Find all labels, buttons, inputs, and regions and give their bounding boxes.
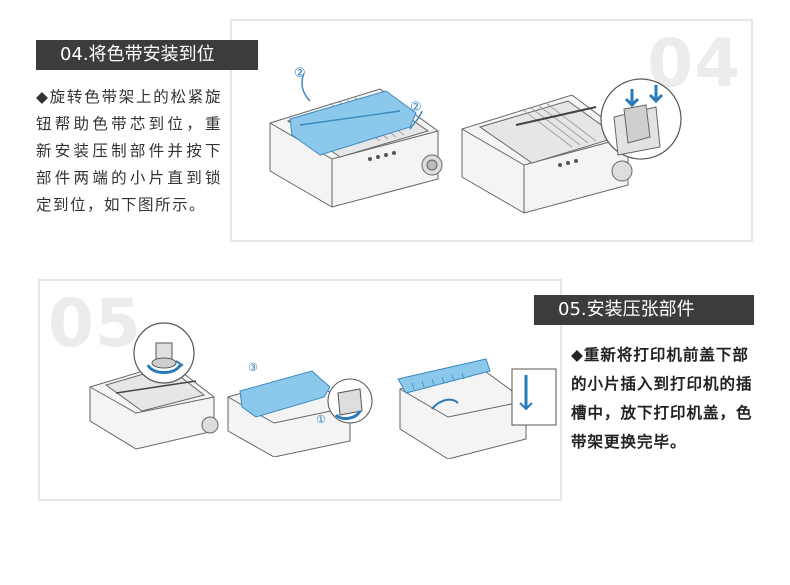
- figure-label-step-1: ①: [316, 413, 326, 426]
- step-05-figure-frame: 05 ③ ①: [38, 279, 562, 501]
- printer-knob-illustration: [89, 322, 219, 450]
- figure-label-step-2-left: ②: [294, 66, 306, 81]
- step-05-description: ◆重新将打印机前盖下部的小片插入到打印机的插槽中，放下打印机盖，色带架更换完毕。: [571, 346, 753, 451]
- step-04-figure-frame: 04 ② ②: [230, 19, 753, 242]
- printer-front-cover-illustration: [397, 358, 557, 459]
- figure-label-step-3: ③: [248, 361, 258, 374]
- step-05-title: 05.安装压张部件: [534, 295, 754, 325]
- printer-press-unit-install-illustration: ③ ①: [227, 361, 373, 457]
- figure-label-step-2-right: ②: [410, 100, 422, 115]
- step-04-description: ◆旋转色带架上的松紧旋钮帮助色带芯到位，重新安装压制部件并按下部件两端的小片直到…: [36, 88, 222, 214]
- step-05-watermark-number: 05: [48, 285, 142, 362]
- printer-ribbon-install-illustration: ② ②: [269, 66, 443, 208]
- printer-press-unit-illustration: [461, 78, 682, 214]
- step-04-title: 04.将色带安装到位: [36, 40, 258, 70]
